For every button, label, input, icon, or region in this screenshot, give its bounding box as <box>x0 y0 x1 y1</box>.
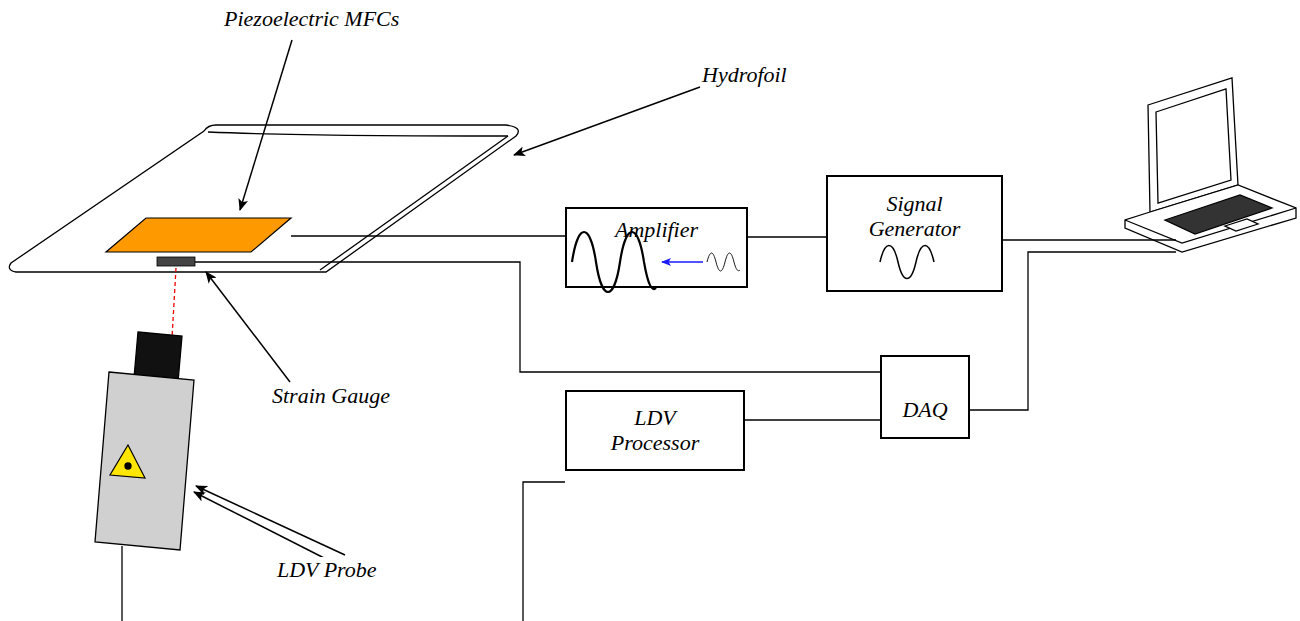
wires <box>195 236 1176 621</box>
hydrofoil <box>9 125 518 272</box>
callout-label: Strain Gauge <box>270 383 392 408</box>
leader-lines <box>194 40 700 560</box>
callout-label: LDV Probe <box>275 557 379 582</box>
ldv-probe <box>95 332 194 621</box>
box-label: Signal Generator <box>855 191 975 242</box>
laser-beam <box>172 268 176 338</box>
instrument-box: Signal Generator <box>826 175 1003 292</box>
instrument-box: LDV Processor <box>565 390 745 471</box>
callout-label: Piezoelectric MFCs <box>222 6 401 31</box>
instrument-box: DAQ <box>880 355 970 439</box>
callout-label: Hydrofoil <box>700 62 789 87</box>
sine-wave <box>880 246 934 279</box>
instrument-box: Amplifier <box>565 207 748 288</box>
box-label: DAQ <box>902 397 947 422</box>
signal-wire <box>748 236 826 237</box>
signal-wire <box>745 419 880 420</box>
box-label: LDV Processor <box>595 405 715 456</box>
strain-gauge <box>157 257 195 266</box>
box-label: Amplifier <box>615 217 698 242</box>
laptop <box>1125 78 1296 252</box>
mfc-patch <box>106 218 291 252</box>
